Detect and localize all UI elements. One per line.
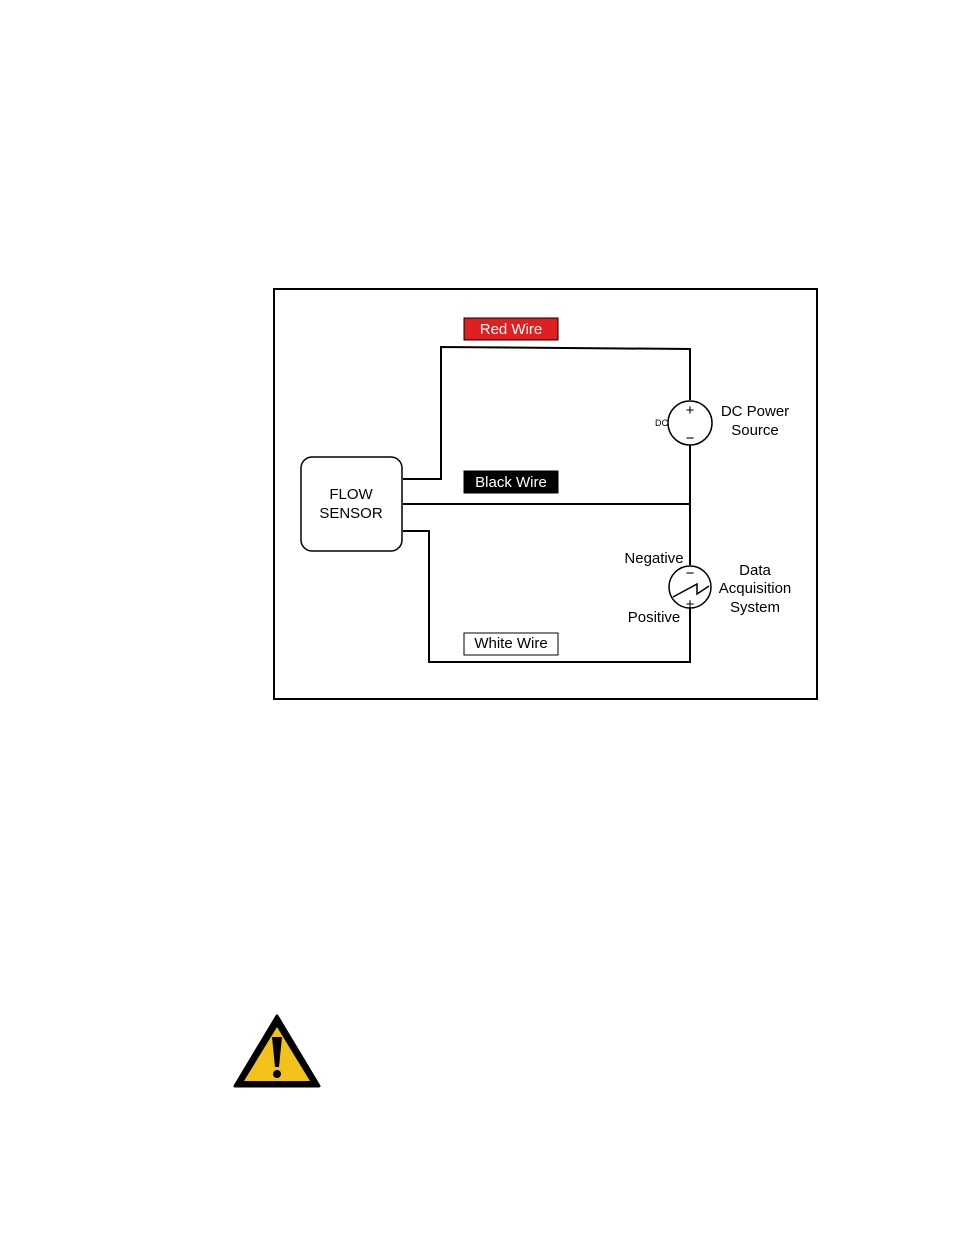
- daq-label-line1: Data: [739, 562, 771, 579]
- dc-source-small-label: DC: [655, 418, 668, 428]
- red-wire-label: Red Wire: [464, 318, 558, 340]
- flow-sensor-label-line1: FLOW: [329, 486, 373, 503]
- daq-label-line2: Acquisition: [719, 580, 792, 597]
- flow-sensor-label-line2: SENSOR: [319, 505, 383, 522]
- dc-source-label-line1: DC Power: [721, 403, 789, 420]
- warning-exclamation-dot: [273, 1070, 281, 1078]
- white-wire-label: White Wire: [464, 633, 558, 655]
- black-wire-label-text: Black Wire: [475, 474, 547, 491]
- daq-negative-label: Negative: [624, 550, 683, 567]
- dc-source-label-line2: Source: [731, 422, 779, 439]
- black-wire-label: Black Wire: [464, 471, 558, 493]
- daq-minus: −: [686, 565, 695, 582]
- flow-sensor-box: [301, 457, 402, 551]
- white-wire-label-text: White Wire: [474, 635, 547, 652]
- warning-triangle-icon: [235, 1016, 319, 1086]
- dc-source-plus: +: [686, 402, 695, 419]
- daq-label-line3: System: [730, 599, 780, 616]
- dc-source-minus: −: [686, 430, 695, 447]
- red-wire-label-text: Red Wire: [480, 321, 543, 338]
- daq-positive-label: Positive: [628, 609, 681, 626]
- daq-plus: +: [686, 596, 695, 613]
